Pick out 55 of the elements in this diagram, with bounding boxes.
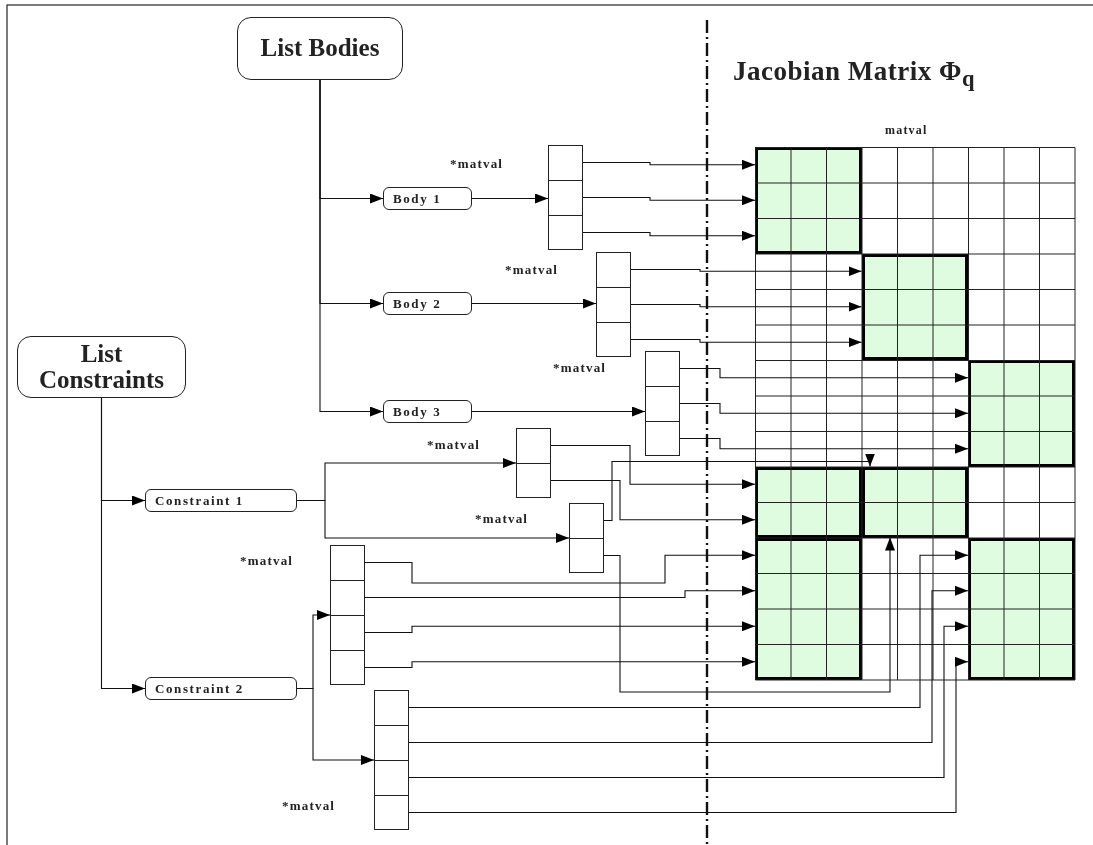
pointer-label: *matval [427, 437, 481, 453]
matrix-block [755, 147, 862, 254]
pointer-label: *matval [240, 553, 294, 569]
arrow [630, 301, 863, 312]
matrix-block [968, 537, 1075, 680]
arrow [364, 621, 756, 634]
arrow [582, 159, 756, 170]
arrow [364, 550, 756, 584]
arrow [582, 230, 756, 241]
arrow [319, 79, 384, 417]
arrow [364, 585, 756, 599]
arrow [364, 656, 756, 669]
pointer-array [516, 428, 551, 498]
item-box: Body 1 [383, 187, 472, 210]
matrix-label: matval [885, 123, 928, 138]
pointer-label: *matval [450, 156, 504, 172]
arrow [630, 266, 863, 277]
arrow [408, 656, 969, 814]
arrow [582, 195, 756, 206]
item-box: Body 2 [383, 292, 472, 315]
arrow [550, 479, 756, 525]
pointer-array [548, 145, 583, 250]
arrow [408, 621, 969, 779]
matrix-block [755, 537, 862, 680]
arrow [679, 402, 969, 419]
arrow [679, 367, 969, 383]
arrow [408, 550, 969, 709]
item-box: Body 3 [383, 400, 472, 423]
arrow [471, 193, 549, 204]
arrow [100, 397, 146, 694]
arrow [603, 453, 875, 522]
diagram-title: Jacobian Matrix Φ$_{q}$ [733, 56, 975, 93]
pointer-array [596, 252, 631, 357]
pointer-array [569, 503, 604, 573]
pointer-label: *matval [475, 511, 529, 527]
arrow [296, 687, 375, 765]
pointer-label: *matval [505, 262, 559, 278]
pointer-label: *matval [282, 798, 336, 814]
arrow [550, 444, 756, 490]
list-box: List Constraints [17, 336, 186, 398]
arrow [630, 337, 863, 348]
arrow [471, 298, 597, 309]
pointer-array [374, 690, 409, 830]
pointer-array [645, 351, 680, 456]
matrix-block [968, 360, 1075, 467]
pointer-array [330, 545, 365, 685]
arrow [471, 406, 646, 417]
item-box: Constraint 2 [145, 677, 297, 700]
arrow [679, 437, 969, 454]
arrow [408, 585, 969, 744]
item-box: Constraint 1 [145, 489, 297, 512]
matrix-block [755, 466, 862, 538]
pointer-label: *matval [553, 360, 607, 376]
arrow [603, 536, 895, 693]
list-box: List Bodies [237, 17, 403, 80]
